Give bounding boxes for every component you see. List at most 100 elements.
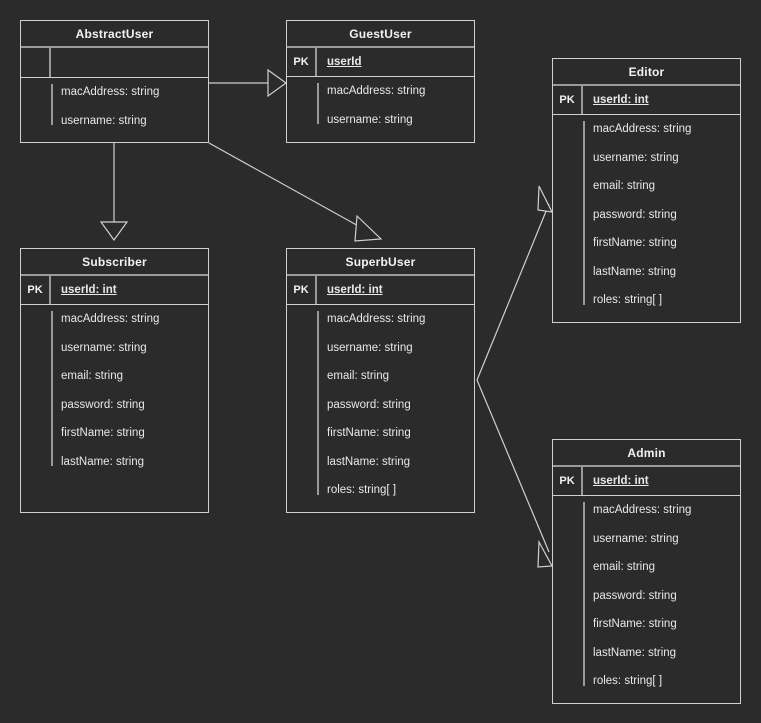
attribute-row: password: string xyxy=(553,582,740,611)
attribute-label: email: string xyxy=(61,370,123,383)
column-divider xyxy=(583,121,585,305)
generalization-arrowhead-icon xyxy=(99,221,129,242)
attribute-row: lastName: string xyxy=(21,448,208,477)
relationship-superbuser-to-abstract xyxy=(208,142,383,242)
attribute-label: lastName: string xyxy=(61,455,145,468)
attribute-row: firstName: string xyxy=(553,610,740,639)
pk-value-subscriber: userId: int xyxy=(61,284,117,296)
attribute-row: roles: string[ ] xyxy=(553,286,740,315)
attribute-row: roles: string[ ] xyxy=(553,667,740,696)
attribute-label: roles: string[ ] xyxy=(593,675,663,688)
pk-row-editor: PK userId: int xyxy=(553,86,740,115)
entity-title-superb-user: SuperbUser xyxy=(287,249,474,276)
entity-title-subscriber: Subscriber xyxy=(21,249,208,276)
attribute-label: username: string xyxy=(593,532,679,545)
attribute-label: lastName: string xyxy=(327,455,411,468)
pk-value-admin: userId: int xyxy=(593,475,649,487)
attribute-label: firstName: string xyxy=(327,427,411,440)
pk-row-abstract-user xyxy=(21,48,208,78)
attribute-list-guest-user: macAddress: string username: string xyxy=(287,77,474,134)
attribute-row: lastName: string xyxy=(287,448,474,477)
relationship-admin-to-superbuser xyxy=(476,379,553,568)
attribute-label: macAddress: string xyxy=(593,123,692,136)
attribute-label: firstName: string xyxy=(61,427,145,440)
pk-badge-abstract-user xyxy=(21,48,51,77)
attribute-row: email: string xyxy=(287,362,474,391)
pk-value-superb-user: userId: int xyxy=(327,284,383,296)
pk-value-guest-user: userId xyxy=(327,56,362,68)
attribute-list-abstract-user: macAddress: string username: string xyxy=(21,78,208,135)
attribute-label: lastName: string xyxy=(593,646,677,659)
attribute-row: lastName: string xyxy=(553,639,740,668)
attribute-row: email: string xyxy=(553,172,740,201)
attribute-row: roles: string[ ] xyxy=(287,476,474,505)
attribute-row: password: string xyxy=(553,201,740,230)
generalization-arrowhead-icon xyxy=(537,539,553,568)
relationship-line xyxy=(476,203,550,381)
attribute-row: firstName: string xyxy=(553,229,740,258)
attribute-label: macAddress: string xyxy=(61,86,160,99)
attribute-label: username: string xyxy=(593,151,679,164)
entity-title-guest-user: GuestUser xyxy=(287,21,474,48)
attribute-row: firstName: string xyxy=(21,419,208,448)
attribute-list-superb-user: macAddress: string username: string email:… xyxy=(287,305,474,505)
attribute-label: lastName: string xyxy=(593,265,677,278)
attribute-row: macAddress: string xyxy=(287,305,474,334)
attribute-label: password: string xyxy=(593,589,677,602)
attribute-row: username: string xyxy=(287,334,474,363)
attribute-label: username: string xyxy=(327,341,413,354)
attribute-label: email: string xyxy=(593,180,655,193)
pk-row-subscriber: PK userId: int xyxy=(21,276,208,305)
relationship-line xyxy=(208,142,363,229)
relationship-guest-to-abstract xyxy=(209,68,288,98)
attribute-label: email: string xyxy=(593,561,655,574)
attribute-label: username: string xyxy=(61,341,147,354)
attribute-label: firstName: string xyxy=(593,237,677,250)
attribute-label: password: string xyxy=(327,398,411,411)
column-divider xyxy=(51,84,53,125)
pk-row-superb-user: PK userId: int xyxy=(287,276,474,305)
attribute-label: macAddress: string xyxy=(327,313,426,326)
relationship-editor-to-superbuser xyxy=(476,185,554,381)
pk-badge-admin: PK xyxy=(553,467,583,495)
attribute-label: roles: string[ ] xyxy=(327,484,397,497)
attribute-row: password: string xyxy=(21,391,208,420)
attribute-list-subscriber: macAddress: string username: string email:… xyxy=(21,305,208,476)
attribute-label: macAddress: string xyxy=(61,313,160,326)
relationship-line xyxy=(476,379,550,553)
relationship-subscriber-to-abstract xyxy=(99,143,129,242)
attribute-row: macAddress: string xyxy=(21,305,208,334)
attribute-row: username: string xyxy=(553,525,740,554)
column-divider xyxy=(583,502,585,686)
attribute-row: macAddress: string xyxy=(287,77,474,106)
entity-title-admin: Admin xyxy=(553,440,740,467)
pk-badge-subscriber: PK xyxy=(21,276,51,304)
attribute-label: username: string xyxy=(61,114,147,127)
attribute-row: username: string xyxy=(21,334,208,363)
pk-badge-guest-user: PK xyxy=(287,48,317,76)
pk-badge-editor: PK xyxy=(553,86,583,114)
attribute-row: username: string xyxy=(287,106,474,135)
attribute-row: email: string xyxy=(553,553,740,582)
column-divider xyxy=(317,83,319,124)
attribute-label: macAddress: string xyxy=(327,85,426,98)
pk-value-editor: userId: int xyxy=(593,94,649,106)
pk-badge-superb-user: PK xyxy=(287,276,317,304)
entity-title-editor: Editor xyxy=(553,59,740,86)
attribute-row: username: string xyxy=(553,144,740,173)
attribute-row: email: string xyxy=(21,362,208,391)
attribute-label: macAddress: string xyxy=(593,504,692,517)
attribute-list-admin: macAddress: string username: string email:… xyxy=(553,496,740,696)
attribute-row: macAddress: string xyxy=(553,496,740,525)
attribute-row: macAddress: string xyxy=(21,78,208,107)
column-divider xyxy=(317,311,319,495)
attribute-row: username: string xyxy=(21,107,208,136)
attribute-list-editor: macAddress: string username: string email:… xyxy=(553,115,740,315)
